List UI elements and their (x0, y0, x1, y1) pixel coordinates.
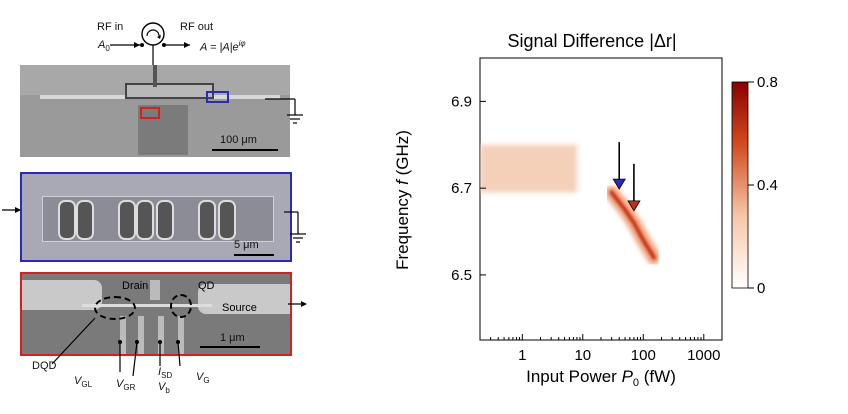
x-axis-ticks: 1 10 100 1000 (479, 334, 723, 364)
rf-in-label: RF in (97, 21, 124, 33)
colorbar-tick-label: 0 (757, 280, 765, 297)
dqd-circle (94, 296, 136, 320)
heatmap-markers (612, 142, 641, 212)
heatmap-features (480, 144, 661, 265)
a0-label: A0 (98, 39, 110, 54)
y-axis-ticks: 6.5 6.7 6.9 (451, 93, 486, 284)
scale-label-1um: 1 μm (220, 332, 245, 344)
plot-frame (479, 57, 723, 341)
ground-icon (265, 98, 303, 124)
red-marker (627, 200, 641, 212)
heatmap-band-0 (480, 144, 577, 193)
v-g-label: VG (196, 371, 210, 386)
gate-leader-lines (51, 317, 181, 377)
input-arrow-icon (2, 207, 21, 213)
i-sd-label: ISD (158, 366, 173, 381)
blue-marker (612, 178, 626, 190)
heatmap-chart: Signal Difference |Δr| 1 10 100 1000 6.5 6.7… (393, 31, 778, 389)
y-axis-label: Frequency f (GHz) (393, 130, 412, 270)
v-b-label: Vb (158, 381, 170, 396)
a-out-label: A = |A|eiφ (200, 39, 246, 54)
qd-circle (170, 294, 192, 318)
y-tick-label: 6.9 (451, 93, 472, 110)
colorbar-ticks: 0 0.4 0.8 (748, 74, 778, 297)
sem-panel-overview: 100 μm (20, 65, 290, 157)
colorbar-tick-label: 0.4 (757, 177, 778, 194)
heatmap-curve-1 (609, 190, 656, 260)
colorbar-tick-label: 0.8 (757, 74, 778, 91)
x-tick-label: 10 (574, 347, 591, 364)
red-highlight-box (140, 107, 160, 119)
scale-label-100um: 100 μm (220, 134, 257, 146)
ground-icon (284, 211, 306, 243)
chart-title: Signal Difference |Δr| (507, 31, 676, 51)
scale-label-5um: 5 μm (234, 239, 259, 251)
circulator-icon (110, 22, 190, 65)
x-tick-label: 1000 (687, 347, 720, 364)
qd-label: QD (198, 280, 215, 292)
drain-label: Drain (122, 280, 149, 292)
y-tick-label: 6.7 (451, 180, 472, 197)
y-tick-label: 6.5 (451, 267, 472, 284)
sem-panel-device: Drain QD Source 1 μm (20, 272, 292, 356)
rf-out-label: RF out (180, 21, 214, 33)
x-axis-label: Input Power P0 (fW) (526, 367, 676, 389)
output-arrow-icon (288, 301, 307, 307)
dqd-label: DQD (32, 360, 57, 372)
x-tick-label: 100 (631, 347, 656, 364)
source-label: Source (222, 302, 257, 314)
blue-highlight-box (206, 91, 229, 103)
v-gr-label: VGR (116, 378, 136, 393)
sem-panel-resonator: 5 μm (20, 172, 292, 262)
colorbar (731, 81, 749, 289)
v-gl-label: VGL (74, 375, 93, 390)
x-tick-label: 1 (518, 347, 526, 364)
